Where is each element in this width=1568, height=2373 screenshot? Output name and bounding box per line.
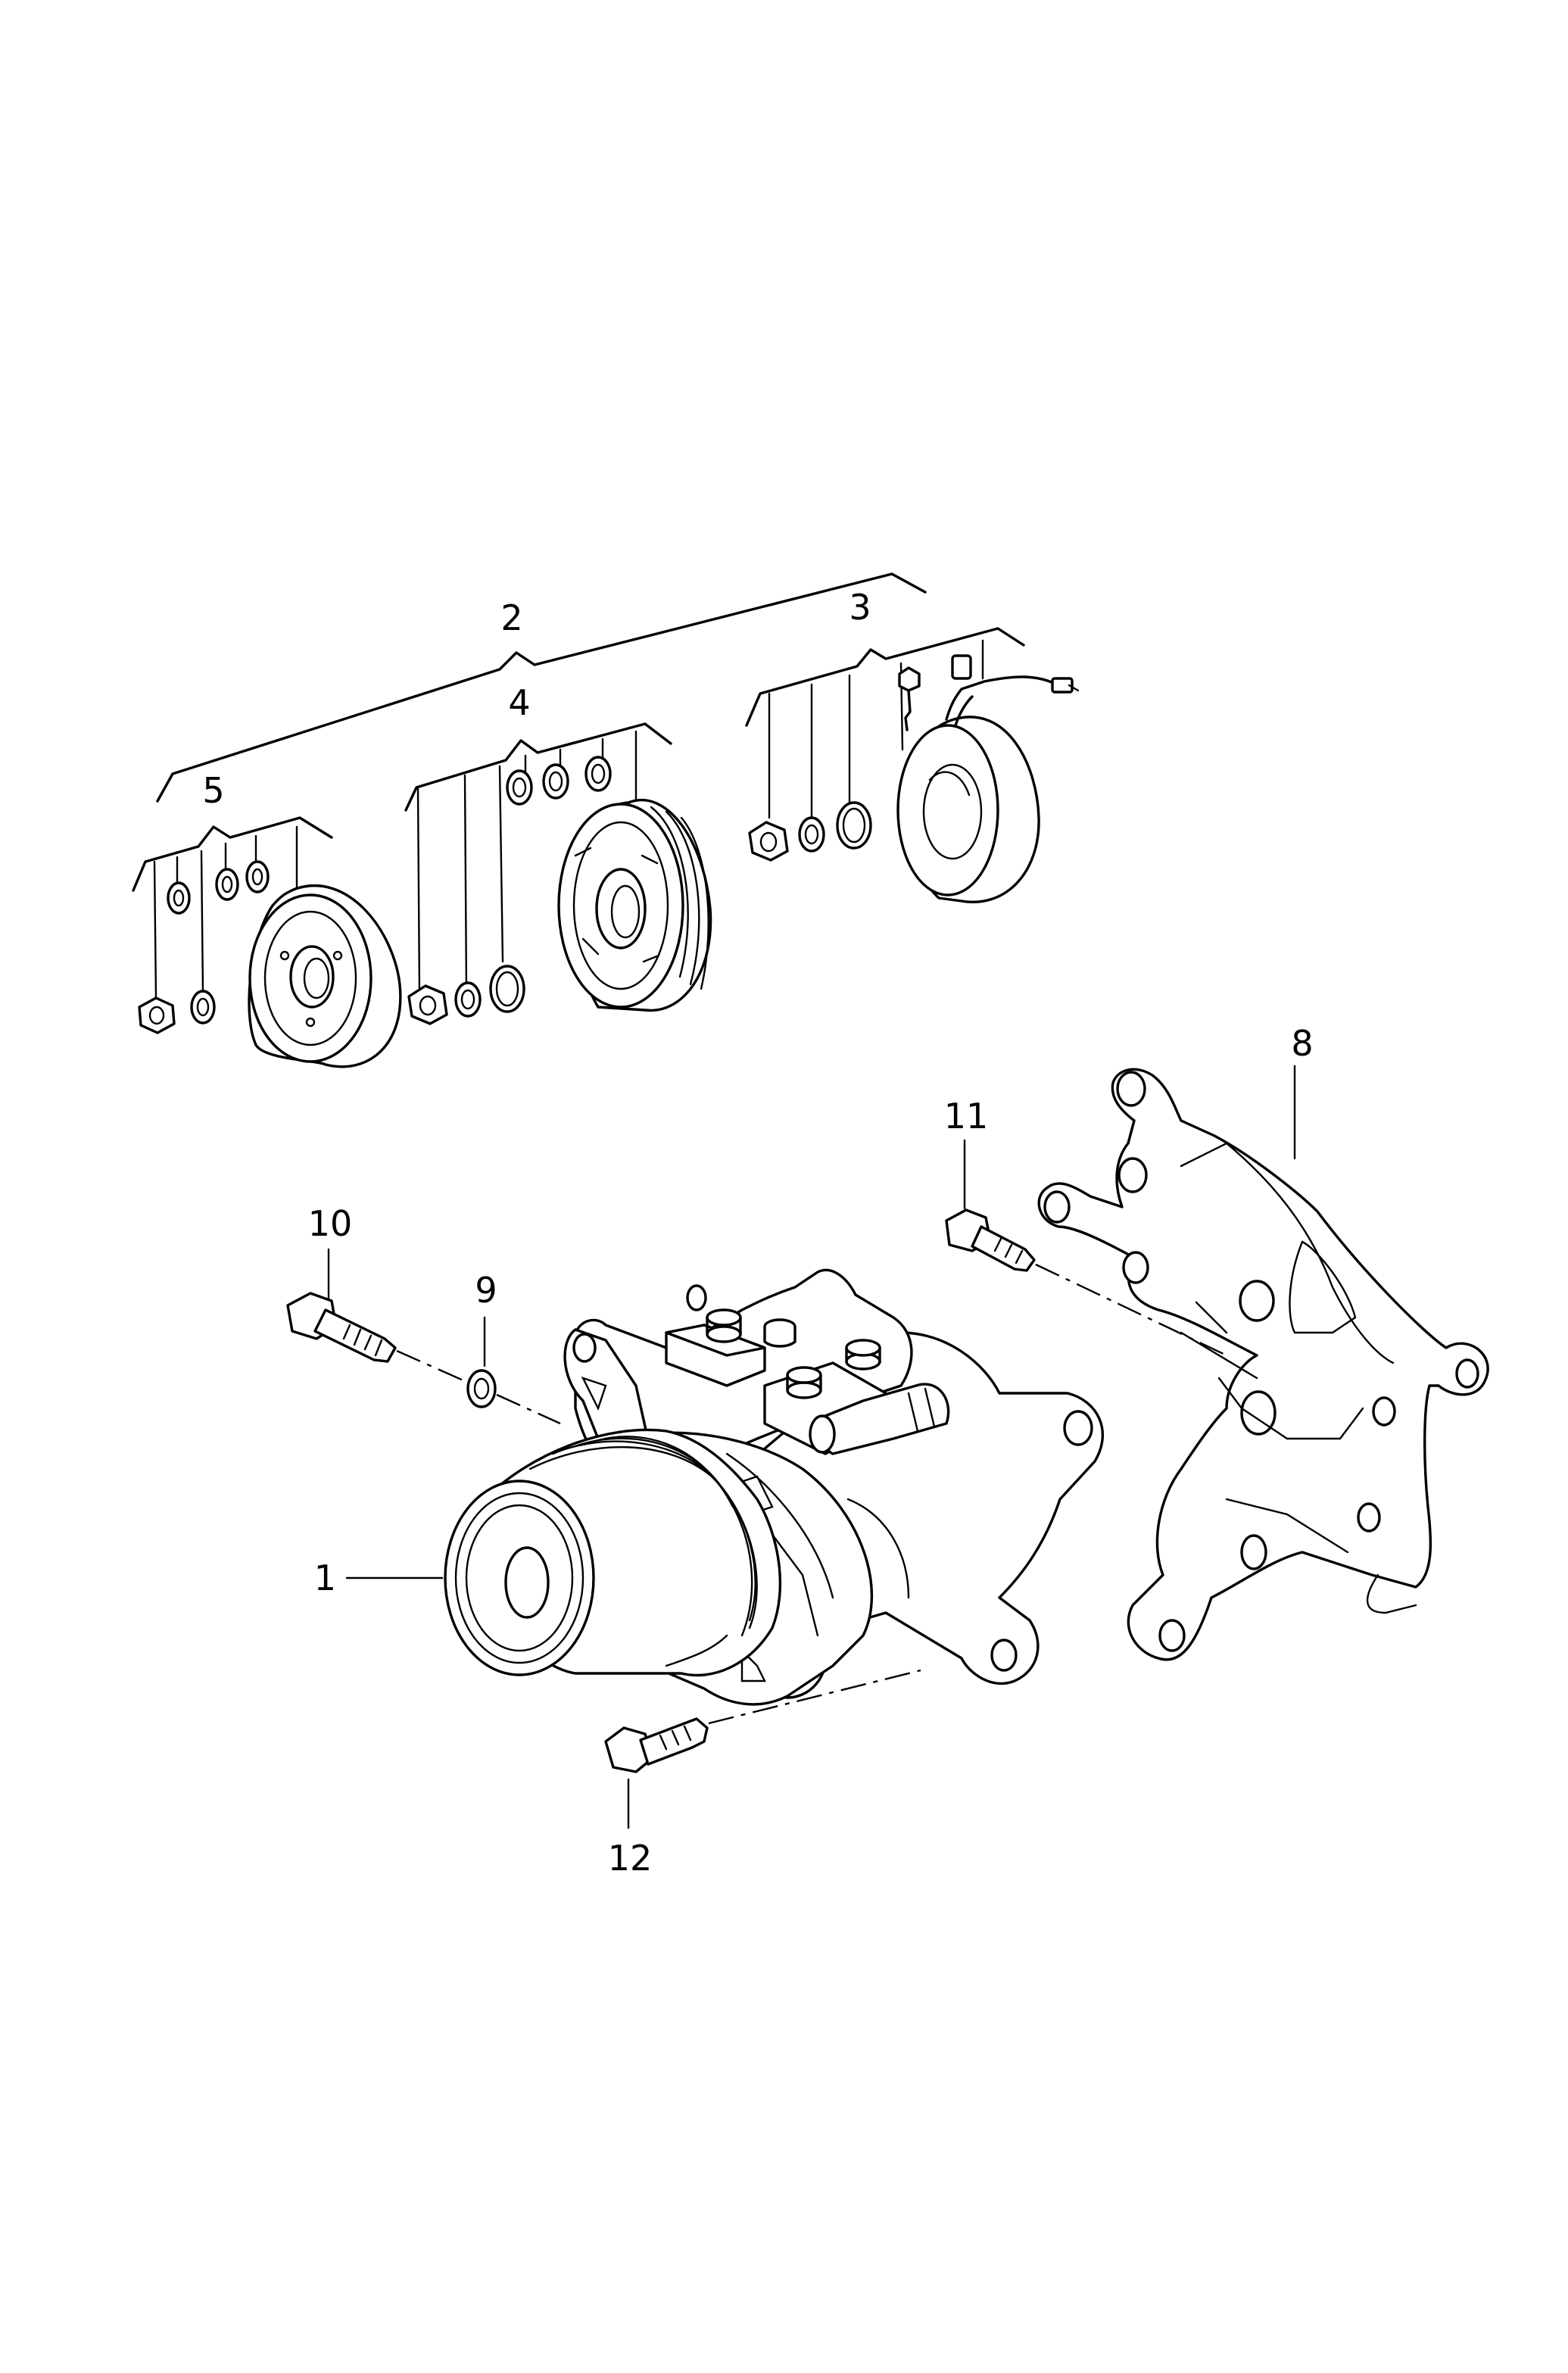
- hex-nut: [748, 821, 789, 862]
- alignment-lines: [396, 1263, 1227, 1725]
- callout-labels: 1 2 3 4 5 8 9 10 11 12: [202, 587, 1313, 1879]
- label-3: 3: [849, 587, 871, 628]
- compressor-1: [444, 1268, 1104, 1706]
- group-3-bracket: [745, 627, 1025, 821]
- hex-nut: [407, 984, 448, 1025]
- bolt-10: [286, 1292, 397, 1363]
- label-12: 12: [608, 1838, 653, 1879]
- label-9: 9: [475, 1270, 497, 1311]
- group-4-parts: [407, 756, 712, 1025]
- label-1: 1: [314, 1558, 336, 1598]
- hex-nut: [138, 996, 176, 1034]
- group-2-bracket: [156, 572, 927, 803]
- group-5-bracket: [132, 816, 333, 999]
- bolt-12: [604, 1717, 709, 1773]
- group-5-parts: [138, 860, 402, 1068]
- washer-9: [466, 1369, 497, 1408]
- label-5: 5: [202, 770, 224, 811]
- bracket-8: [1037, 1068, 1489, 1661]
- label-10: 10: [308, 1203, 353, 1244]
- label-8: 8: [1291, 1023, 1313, 1064]
- bolt-11: [945, 1208, 1036, 1272]
- group-3-parts: [748, 654, 1080, 903]
- group-4-bracket: [404, 722, 672, 995]
- label-2: 2: [500, 597, 522, 638]
- label-11: 11: [944, 1096, 989, 1137]
- leader-lines: [327, 1065, 1296, 1829]
- label-4: 4: [508, 682, 530, 723]
